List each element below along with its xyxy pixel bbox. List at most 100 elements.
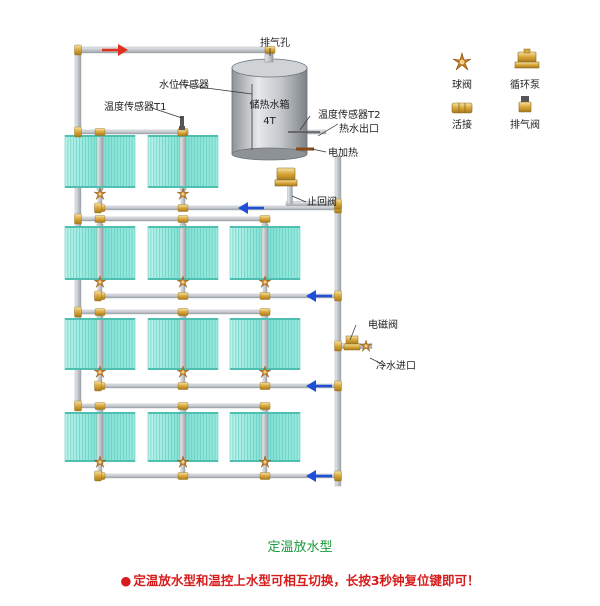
union-icon	[177, 382, 189, 390]
ball-valve-icon	[176, 455, 190, 468]
collector-panel	[147, 223, 219, 283]
union-icon	[94, 215, 106, 223]
storage-tank: 储热水箱 4T	[231, 53, 308, 161]
return-flow-arrow	[306, 470, 332, 482]
union-icon	[74, 306, 82, 318]
union-icon	[259, 292, 271, 300]
collector-panel	[229, 315, 301, 373]
collector-header	[261, 315, 269, 373]
union-icon	[74, 213, 82, 225]
pipe-segment	[77, 309, 271, 315]
pipe-segment	[97, 205, 339, 211]
hot-flow-arrow	[102, 44, 128, 56]
ball-valve-icon	[359, 339, 373, 352]
collector-panel	[229, 409, 301, 465]
union-icon	[177, 292, 189, 300]
union-icon	[177, 308, 189, 316]
solar-collector-array	[64, 132, 301, 465]
collector-frame-top	[65, 135, 135, 137]
union-icon	[94, 290, 102, 302]
collector-header	[96, 132, 104, 191]
union-icon	[94, 402, 106, 410]
electric-heating-label: 电加热	[328, 146, 358, 159]
union-icon	[259, 308, 271, 316]
union-icon	[259, 215, 271, 223]
collector-frame-top	[65, 412, 135, 414]
check-valve-label: 止回阀	[307, 195, 337, 208]
note-text: 定温放水型和温控上水型可相互切换，长按3秒钟复位键即可！	[133, 573, 480, 588]
ball-valve-icon	[176, 365, 190, 378]
union-icon	[74, 400, 82, 412]
tank-name: 储热水箱	[250, 98, 290, 111]
pipe-segment	[77, 129, 189, 135]
collector-panel	[64, 223, 136, 283]
union-icon	[334, 290, 342, 302]
collector-header	[179, 132, 187, 191]
union-icon	[334, 380, 342, 392]
collector-panel	[147, 132, 219, 191]
union-icon	[259, 472, 271, 480]
ball-valve-icon	[176, 187, 190, 200]
union-icon	[74, 126, 82, 138]
union-icon	[177, 472, 189, 480]
collector-frame-bottom	[65, 186, 135, 188]
collector-frame-top	[230, 412, 300, 414]
union-icon	[94, 202, 102, 214]
tank-capacity: 4T	[263, 116, 276, 127]
ball-valve-icon	[93, 275, 107, 288]
collector-frame-top	[230, 318, 300, 320]
union-icon	[94, 128, 106, 136]
pipe-segment	[334, 155, 342, 487]
ball-valve-icon	[93, 187, 107, 200]
ball-valve-icon	[176, 275, 190, 288]
ball-valve-icon	[258, 365, 272, 378]
temp-sensor-t2-label: 温度传感器T2	[318, 108, 380, 121]
exhaust-hole-label: 排气孔	[260, 36, 290, 49]
return-flow-arrow	[238, 202, 264, 214]
diagram-caption: 定温放水型	[267, 540, 333, 555]
collector-panel	[64, 409, 136, 465]
temp-sensor-t1-probe	[180, 116, 184, 129]
union-icon	[334, 470, 342, 482]
union-icon	[94, 380, 102, 392]
union-icon	[74, 44, 82, 56]
temp-sensor-t1-label: 温度传感器T1	[104, 100, 166, 113]
union-icon	[177, 215, 189, 223]
hot-water-outlet-label: 热水出口	[339, 122, 379, 135]
level-sensor-label: 水位传感器	[159, 78, 209, 91]
collector-header	[96, 223, 104, 283]
union-icon	[94, 308, 106, 316]
circulation-pump-legend-label: 循环泵	[510, 78, 540, 91]
solenoid-valve-label: 电磁阀	[368, 318, 398, 331]
collector-frame-bottom	[148, 186, 218, 188]
collector-panel	[147, 315, 219, 373]
union-icon	[94, 470, 102, 482]
collector-header	[179, 223, 187, 283]
union-icon	[259, 382, 271, 390]
collector-panel	[229, 223, 301, 283]
collector-frame-top	[148, 318, 218, 320]
ball-valve-icon	[258, 275, 272, 288]
pipe-segment	[97, 383, 339, 389]
collector-header	[96, 315, 104, 373]
pipe-segment	[97, 473, 339, 479]
union-icon	[334, 198, 342, 210]
collector-frame-top	[148, 226, 218, 228]
exhaust-port	[264, 53, 274, 63]
pipe-segment	[97, 293, 339, 299]
collector-header	[261, 223, 269, 283]
cold-water-inlet-label: 冷水进口	[376, 359, 416, 372]
leader-lines	[151, 48, 387, 367]
ball-valve-legend-label: 球阀	[452, 78, 472, 91]
solenoid-valve-icon	[343, 335, 361, 351]
union-legend-label: 活接	[452, 118, 472, 131]
ball-valve-icon	[258, 455, 272, 468]
note-bullet: ●	[120, 573, 132, 588]
fittings	[74, 44, 373, 482]
collector-frame-top	[65, 226, 135, 228]
union-icon	[259, 402, 271, 410]
collector-panel	[64, 132, 136, 191]
collector-frame-top	[65, 318, 135, 320]
exhaust-valve-icon	[518, 96, 532, 113]
